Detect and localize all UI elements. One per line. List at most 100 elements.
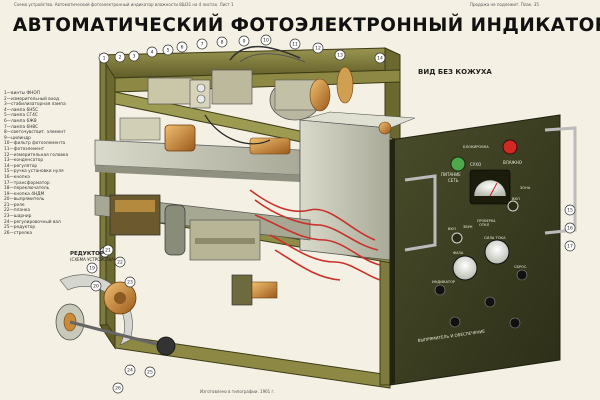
lower-chassis: [94, 189, 381, 306]
panel-label-on: ВКЛ: [448, 227, 456, 231]
callout-circle: [146, 46, 158, 58]
poster-title: АВТОМАТИЧЕСКИЙ ФОТОЭЛЕКТРОННЫЙ ИНДИКАТОР…: [12, 14, 600, 36]
callout-number: 22: [117, 260, 123, 266]
legend-item: 23—шарнир: [4, 214, 32, 220]
panel-label-block: БЛОКИРОВКА: [463, 145, 489, 149]
legend-item: 7—лампа 6Н8С: [4, 124, 39, 130]
legend-item: 10—фильтр фотоэлемента: [4, 141, 66, 147]
reductor-subtitle: (СХЕМА УСТРОЙСТВА): [70, 257, 116, 262]
reductor-label: РЕДУКТОР (СХЕМА УСТРОЙСТВА): [70, 251, 116, 263]
front-panel: ПИТАНИЕ СЕТЬ СУХО ВЛАЖНО БЛОКИРОВКА ВКЛ …: [389, 114, 577, 386]
callouts: 1234567891011121314151617181920212223242…: [86, 34, 576, 394]
legend-item: 17—трансформатор: [4, 180, 50, 186]
callout-number: 8: [221, 40, 224, 46]
legend-item: 2—измерительный вход: [4, 96, 59, 102]
callout-circle: [564, 240, 576, 252]
callout-circle: [102, 244, 114, 256]
callout-circle: [289, 38, 301, 50]
legend-item: 9—цилиндр: [4, 135, 31, 141]
legend-item: 18—переключатель: [4, 186, 50, 192]
top-right-note: Продажа не подлежит. Плак. 35: [470, 2, 539, 7]
callout-circle: [176, 41, 188, 53]
callout-circle: [564, 222, 576, 234]
top-left-note: Схема устройства. Автоматический фотоэле…: [14, 2, 234, 7]
callout-circle: [114, 51, 126, 63]
callout-number: 15: [567, 208, 573, 214]
callout-number: 24: [127, 368, 133, 374]
callout-number: 9: [243, 39, 246, 45]
legend-item: 25—редуктор: [4, 225, 36, 231]
callout-number: 6: [181, 45, 184, 51]
callout-number: 2: [119, 55, 122, 61]
reductor-title: РЕДУКТОР: [70, 251, 104, 257]
legend-item: 14—регулятор: [4, 163, 38, 169]
upper-chassis: [94, 45, 354, 182]
callout-circle: [124, 276, 136, 288]
callout-circle: [334, 49, 346, 61]
callout-number: 3: [133, 54, 136, 60]
callout-number: 16: [567, 226, 573, 232]
panel-label-phase: ФАЗА: [453, 251, 464, 255]
panel-label-on-2: ВКЛ: [512, 197, 520, 201]
legend-item: 21—реле: [4, 202, 25, 208]
callout-circle: [86, 262, 98, 274]
callout-number: 1: [103, 56, 106, 62]
legend-item: 4—лампа 6Н5С: [4, 107, 39, 113]
callout-circle: [98, 52, 110, 64]
callout-number: 20: [93, 284, 99, 290]
footer-note: Изготовлено в типографии. 1961 г.: [200, 389, 275, 394]
callout-number: 5: [167, 48, 170, 54]
callout-number: 26: [115, 386, 121, 392]
legend-item: 5—лампа СГ4С: [4, 113, 38, 119]
callout-circle: [374, 52, 386, 64]
panel-label-current: СИЛА ТОКА: [484, 236, 506, 240]
legend-item: 16—кнопка: [4, 174, 30, 180]
view-label: ВИД БЕЗ КОЖУХА: [418, 68, 492, 76]
callout-circle: [144, 366, 156, 378]
panel-label-wet: ВЛАЖНО: [503, 160, 522, 165]
callout-circle: [90, 280, 102, 292]
panel-label-dry: СУХО: [470, 162, 481, 167]
legend-item: 20—выпрямитель: [4, 197, 45, 203]
callout-number: 14: [377, 56, 383, 62]
legend-item: 6—лампа 6Ж8: [4, 118, 37, 124]
callout-circle: [564, 204, 576, 216]
panel-label-network: СЕТЬ: [448, 178, 459, 183]
reductor-illustration: [55, 274, 176, 356]
callout-number: 4: [151, 50, 154, 56]
callout-number: 12: [315, 46, 321, 52]
callout-number: 23: [127, 280, 133, 286]
callout-number: 17: [567, 244, 573, 250]
legend-item: 15—ручка установки нуля: [4, 169, 64, 175]
panel-label-sound: ЗВУК: [463, 225, 473, 229]
callout-number: 25: [147, 370, 153, 376]
legend-item: 22—планка: [4, 208, 30, 214]
callout-circle: [124, 364, 136, 376]
legend-item: 11—фотоэлемент: [4, 146, 45, 152]
callout-circle: [196, 38, 208, 50]
callout-circle: [112, 382, 124, 394]
callout-number: 19: [89, 266, 95, 272]
panel-label-off: ОТКЛ: [479, 223, 490, 227]
callout-circle: [238, 35, 250, 47]
panel-label-zone: ЗОНА: [520, 186, 531, 190]
callout-number: 11: [292, 42, 298, 48]
legend-item: 8—светочувствит. элемент: [4, 130, 66, 136]
legend-item: 26—стрелка: [4, 230, 32, 236]
callout-circle: [128, 50, 140, 62]
legend-item: 19—кнопка 4НДМ: [4, 191, 45, 197]
callout-number: 13: [337, 53, 343, 59]
callout-circle: [162, 44, 174, 56]
callout-number: 21: [105, 248, 111, 254]
legend-item: 12—измерительная головка: [4, 152, 69, 158]
panel-label-indicator: ИНДИКАТОР: [432, 280, 456, 284]
callout-circle: [216, 36, 228, 48]
legend-item: 3—стабилизаторная лампа: [4, 102, 66, 108]
panel-label-reset: СБРОС: [514, 265, 527, 269]
panel-label-check: ПРОВЕРКА: [477, 219, 496, 223]
callout-number: 10: [263, 38, 269, 44]
legend-item: 1—винты ФНОП: [4, 91, 40, 96]
